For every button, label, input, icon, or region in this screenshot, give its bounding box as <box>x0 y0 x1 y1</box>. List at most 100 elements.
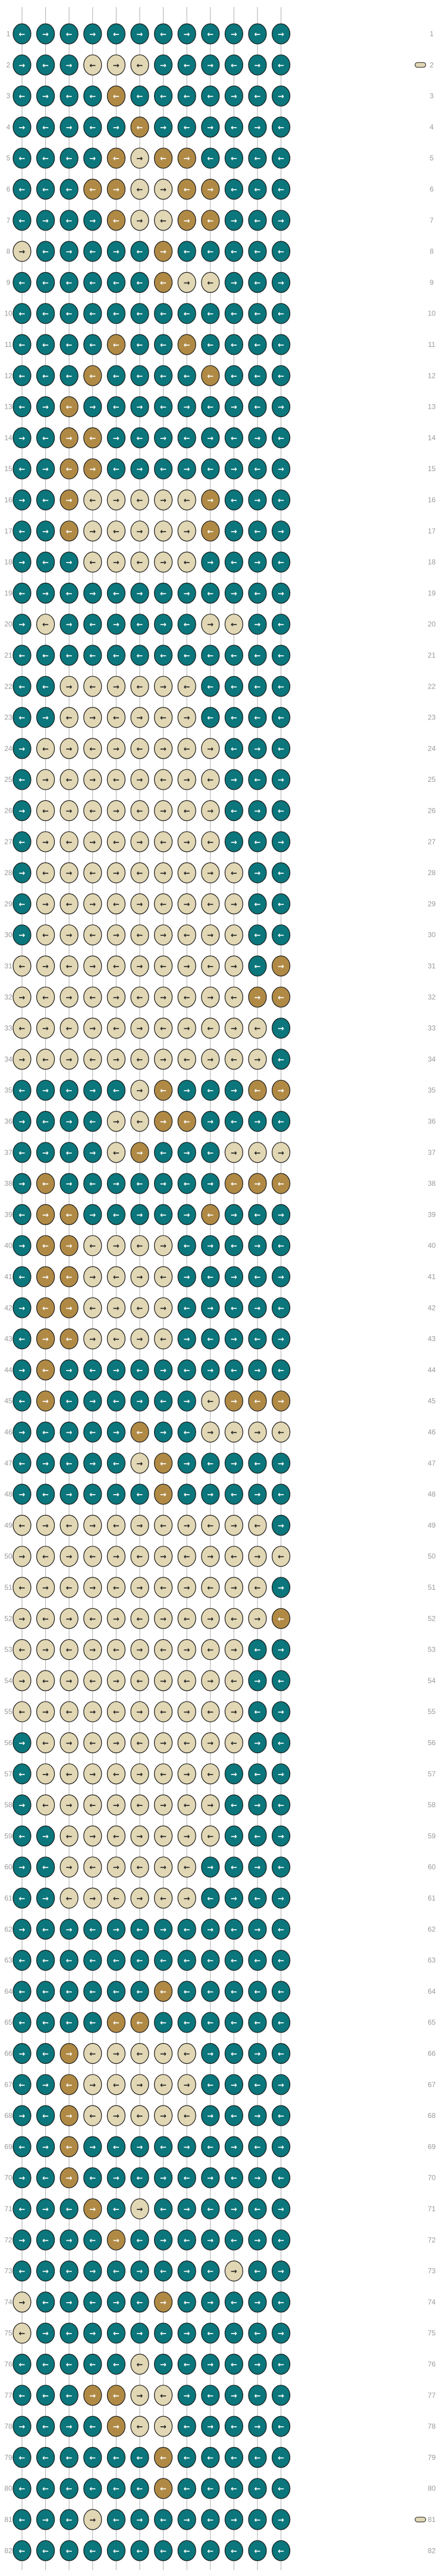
knot: ← <box>130 1981 149 2002</box>
knot-shape <box>83 1110 102 1132</box>
knot: → <box>201 1049 220 1070</box>
knot: ← <box>12 2198 32 2220</box>
row-number-left: 67 <box>4 2081 12 2089</box>
string-tail-right <box>414 2517 426 2523</box>
knot-shape <box>272 955 291 977</box>
knot-shape <box>177 210 196 231</box>
arrow-left-icon: ← <box>184 1553 190 1562</box>
arrow-left-icon: ← <box>254 465 261 474</box>
knot-shape <box>272 2136 291 2157</box>
knot-shape <box>36 2322 55 2344</box>
arrow-right-icon: → <box>278 1397 284 1406</box>
knot: → <box>36 458 55 479</box>
knot-shape <box>36 893 55 915</box>
knot: → <box>177 1514 196 1536</box>
arrow-right-icon: → <box>66 1553 73 1562</box>
knot-shape <box>130 1390 149 1412</box>
knot-shape <box>272 1453 291 1474</box>
knot: ← <box>130 365 149 386</box>
knot: ← <box>272 1235 291 1257</box>
knot-shape <box>36 1173 55 1194</box>
knot: ← <box>59 396 78 418</box>
arrow-right-icon: → <box>160 1925 166 1934</box>
knot: ← <box>130 303 149 324</box>
knot: ← <box>201 2012 220 2033</box>
knot-shape <box>106 2229 125 2250</box>
knot: ← <box>201 303 220 324</box>
arrow-right-icon: → <box>278 2268 284 2277</box>
row-number-right: 34 <box>428 1055 436 1063</box>
knot-shape <box>83 1297 102 1318</box>
knot: ← <box>36 2446 55 2468</box>
arrow-right-icon: → <box>231 1397 237 1406</box>
arrow-left-icon: ← <box>137 1988 143 1997</box>
knot: ← <box>130 645 149 666</box>
knot-shape <box>59 1017 78 1039</box>
knot: → <box>59 1608 78 1629</box>
row-number-left: 74 <box>4 2298 12 2306</box>
arrow-left-icon: ← <box>254 1460 261 1469</box>
knot: ← <box>224 1359 243 1381</box>
arrow-left-icon: ← <box>89 2236 96 2245</box>
knot-shape <box>36 1887 55 1909</box>
arrow-right-icon: → <box>207 745 213 754</box>
knot-shape <box>12 2229 32 2250</box>
knot: ← <box>248 2478 267 2499</box>
arrow-left-icon: ← <box>184 2547 190 2556</box>
knot: ← <box>36 1794 55 1816</box>
arrow-right-icon: → <box>160 186 166 195</box>
arrow-left-icon: ← <box>184 1615 190 1624</box>
arrow-right-icon: → <box>89 1336 96 1344</box>
knot-shape <box>177 520 196 542</box>
arrow-left-icon: ← <box>207 683 213 692</box>
row-number-right: 70 <box>428 2174 436 2182</box>
knot: → <box>201 1421 220 1443</box>
arrow-left-icon: ← <box>207 1957 213 1966</box>
arrow-right-icon: → <box>231 1832 237 1841</box>
knot: → <box>201 738 220 759</box>
knot: ← <box>36 178 55 200</box>
knot: ← <box>130 241 149 262</box>
knot: → <box>177 520 196 542</box>
arrow-left-icon: ← <box>207 1895 213 1903</box>
arrow-left-icon: ← <box>278 2019 284 2028</box>
arrow-left-icon: ← <box>137 683 143 692</box>
arrow-left-icon: ← <box>254 962 261 971</box>
arrow-right-icon: → <box>231 1895 237 1903</box>
knot-shape <box>177 1763 196 1785</box>
row-number-right: 31 <box>428 962 436 970</box>
arrow-right-icon: → <box>89 1087 96 1096</box>
arrow-right-icon: → <box>66 1180 73 1189</box>
knot-shape <box>248 986 267 1008</box>
knot-shape <box>106 1763 125 1785</box>
row-number-left: 3 <box>7 92 11 100</box>
knot: ← <box>201 2136 220 2157</box>
arrow-right-icon: → <box>113 1491 120 1499</box>
arrow-left-icon: ← <box>137 1242 143 1251</box>
knot-shape <box>12 2043 32 2064</box>
knot-shape <box>224 334 243 355</box>
knot-shape <box>12 334 32 355</box>
knot-shape <box>130 1918 149 1940</box>
arrow-left-icon: ← <box>66 186 73 195</box>
arrow-left-icon: ← <box>231 1304 237 1313</box>
arrow-right-icon: → <box>19 1242 26 1251</box>
knot-shape <box>201 986 220 1008</box>
knot-shape <box>272 303 291 324</box>
arrow-right-icon: → <box>160 124 166 132</box>
knot: → <box>224 2509 243 2530</box>
knot: ← <box>12 1981 32 2002</box>
knot-shape <box>59 23 78 45</box>
knot-shape <box>177 2167 196 2189</box>
knot: → <box>36 1577 55 1598</box>
arrow-left-icon: ← <box>19 2516 26 2525</box>
arrow-left-icon: ← <box>207 465 213 474</box>
arrow-left-icon: ← <box>89 2019 96 2028</box>
knot-shape <box>224 551 243 573</box>
knot: ← <box>83 54 102 75</box>
knot: ← <box>201 1981 220 2002</box>
knot-shape <box>106 1110 125 1132</box>
arrow-right-icon: → <box>19 434 26 443</box>
knot: ← <box>272 1483 291 1505</box>
row-number-right: 15 <box>428 465 436 473</box>
